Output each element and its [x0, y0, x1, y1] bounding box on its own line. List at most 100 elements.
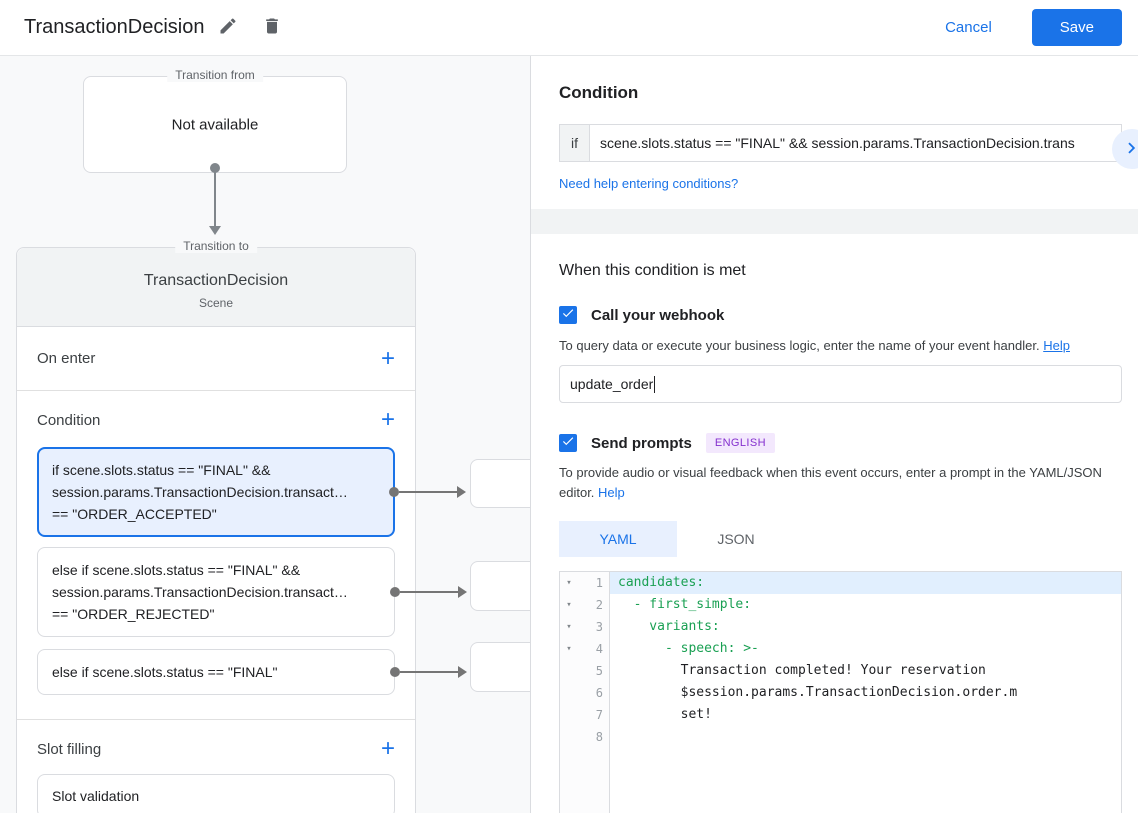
code-line	[610, 726, 1121, 748]
transition-from-value: Not available	[171, 116, 259, 133]
line-number: 3	[595, 620, 603, 634]
fold-arrow-icon[interactable]: ▾	[566, 622, 572, 632]
webhook-label: Call your webhook	[591, 306, 725, 324]
condition-text-line: else if scene.slots.status == "FINAL"	[52, 664, 278, 680]
slot-filling-section: Slot filling + Slot validation	[17, 720, 415, 813]
line-number: 6	[595, 686, 603, 700]
event-handler-value: update_order	[570, 376, 654, 392]
connector-arrowhead-icon	[209, 226, 221, 235]
transition-dot	[389, 487, 399, 497]
add-on-enter-button[interactable]: +	[380, 344, 395, 372]
transition-line	[400, 671, 458, 673]
transition-arrowhead-icon	[458, 666, 467, 678]
transition-arrowhead-icon	[458, 586, 467, 598]
add-condition-button[interactable]: +	[380, 406, 395, 433]
panel-title: Condition	[559, 83, 639, 102]
cancel-button[interactable]: Cancel	[929, 11, 1008, 44]
line-number: 2	[595, 598, 603, 612]
slot-filling-label: Slot filling	[37, 740, 102, 758]
condition-section-label: Condition	[37, 411, 101, 429]
if-prefix-label: if	[560, 125, 590, 161]
transition-dot	[390, 667, 400, 677]
fold-arrow-icon[interactable]: ▾	[566, 600, 572, 610]
line-number: 5	[595, 664, 603, 678]
scene-name: TransactionDecision	[143, 272, 289, 289]
prompts-checkbox-row: Send prompts ENGLISH	[559, 433, 1122, 453]
webhook-help-link[interactable]: Help	[1043, 338, 1070, 353]
pencil-icon	[218, 16, 238, 39]
editor-code-area[interactable]: candidates: - first_simple: variants: - …	[610, 572, 1121, 813]
code-line: Transaction completed! Your reservation	[618, 663, 986, 678]
webhook-checkbox[interactable]	[559, 306, 577, 324]
delete-scene-button[interactable]	[252, 8, 292, 48]
condition-card-order-accepted[interactable]: if scene.slots.status == "FINAL" && sess…	[37, 447, 466, 537]
condition-section: Condition + if scene.slots.status == "FI…	[17, 391, 467, 720]
code-line: variants:	[618, 619, 720, 634]
transition-line	[399, 491, 457, 493]
prompts-label: Send prompts	[591, 434, 692, 452]
editor-tabs: YAML JSON	[559, 521, 1122, 557]
prompts-helper-text: To provide audio or visual feedback when…	[559, 463, 1122, 503]
line-number: 1	[595, 576, 603, 590]
fold-arrow-icon[interactable]: ▾	[566, 578, 572, 588]
checkmark-icon	[561, 434, 575, 453]
code-line: - first_simple:	[618, 597, 752, 612]
transition-target-box[interactable]	[470, 459, 530, 508]
checkmark-icon	[561, 306, 575, 325]
edit-scene-button[interactable]	[208, 8, 248, 48]
prompts-help-link[interactable]: Help	[598, 485, 625, 500]
transition-to-card: Transition to TransactionDecision Scene …	[16, 239, 467, 813]
top-bar: TransactionDecision Cancel Save	[0, 0, 1138, 56]
prompts-helper: To provide audio or visual feedback when…	[559, 465, 1102, 500]
condition-expression-row: if scene.slots.status == "FINAL" && sess…	[559, 124, 1122, 162]
collapse-panel-button[interactable]	[1112, 129, 1138, 169]
condition-expression-input[interactable]: scene.slots.status == "FINAL" && session…	[590, 125, 1121, 161]
condition-text-line: if scene.slots.status == "FINAL" &&	[52, 462, 271, 478]
trash-icon	[262, 16, 282, 39]
yaml-code-editor[interactable]: ▾ 1 ▾ 2 ▾ 3 ▾ 4 5 6 7 8 candidates: - first_…	[559, 571, 1122, 813]
line-number: 8	[595, 730, 603, 744]
code-line: $session.params.TransactionDecision.orde…	[618, 685, 1018, 700]
text-caret	[654, 375, 656, 393]
slot-validation-card[interactable]: Slot validation	[37, 774, 395, 813]
condition-card-final[interactable]: else if scene.slots.status == "FINAL"	[37, 649, 467, 695]
transition-target-box[interactable]	[470, 642, 530, 692]
line-number: 7	[595, 708, 603, 722]
scene-type: Scene	[198, 296, 234, 310]
tab-yaml[interactable]: YAML	[559, 521, 677, 557]
transition-dot	[390, 587, 400, 597]
condition-card-order-rejected[interactable]: else if scene.slots.status == "FINAL" &&…	[37, 547, 467, 637]
section-divider	[531, 209, 1138, 234]
event-handler-input[interactable]: update_order	[559, 365, 1122, 403]
transition-from-card: Transition from Not available	[83, 68, 347, 173]
transition-target-box[interactable]	[470, 561, 530, 611]
connector-dot	[210, 163, 220, 173]
tab-json[interactable]: JSON	[717, 531, 755, 547]
code-line: - speech: >-	[618, 641, 759, 656]
transition-arrowhead-icon	[457, 486, 466, 498]
transition-to-legend: Transition to	[175, 239, 257, 253]
code-line: candidates:	[610, 572, 1121, 594]
line-number: 4	[595, 642, 603, 656]
prompts-checkbox[interactable]	[559, 434, 577, 452]
webhook-helper: To query data or execute your business l…	[559, 338, 1040, 353]
scene-card-header[interactable]: TransactionDecision Scene	[17, 248, 415, 327]
on-enter-section: On enter +	[17, 327, 415, 391]
condition-editor-panel: Condition if scene.slots.status == "FINA…	[530, 56, 1138, 813]
condition-text-line: else if scene.slots.status == "FINAL" &&	[52, 562, 301, 578]
webhook-helper-text: To query data or execute your business l…	[559, 336, 1122, 356]
transition-line	[400, 591, 458, 593]
condition-text-line: == "ORDER_ACCEPTED"	[52, 506, 217, 522]
when-condition-heading: When this condition is met	[559, 262, 746, 279]
editor-gutter: ▾ 1 ▾ 2 ▾ 3 ▾ 4 5 6 7 8	[560, 572, 610, 813]
save-button[interactable]: Save	[1031, 9, 1122, 46]
fold-arrow-icon[interactable]: ▾	[566, 644, 572, 654]
add-slot-button[interactable]: +	[380, 735, 395, 762]
scene-graph-panel: Transition from Not available Transition…	[0, 56, 530, 813]
on-enter-label: On enter	[37, 350, 96, 367]
condition-text-line: session.params.TransactionDecision.trans…	[52, 584, 348, 600]
language-badge: ENGLISH	[705, 433, 775, 453]
connector-line	[214, 171, 216, 227]
condition-text-line: == "ORDER_REJECTED"	[52, 606, 215, 622]
conditions-help-link[interactable]: Need help entering conditions?	[559, 176, 739, 191]
